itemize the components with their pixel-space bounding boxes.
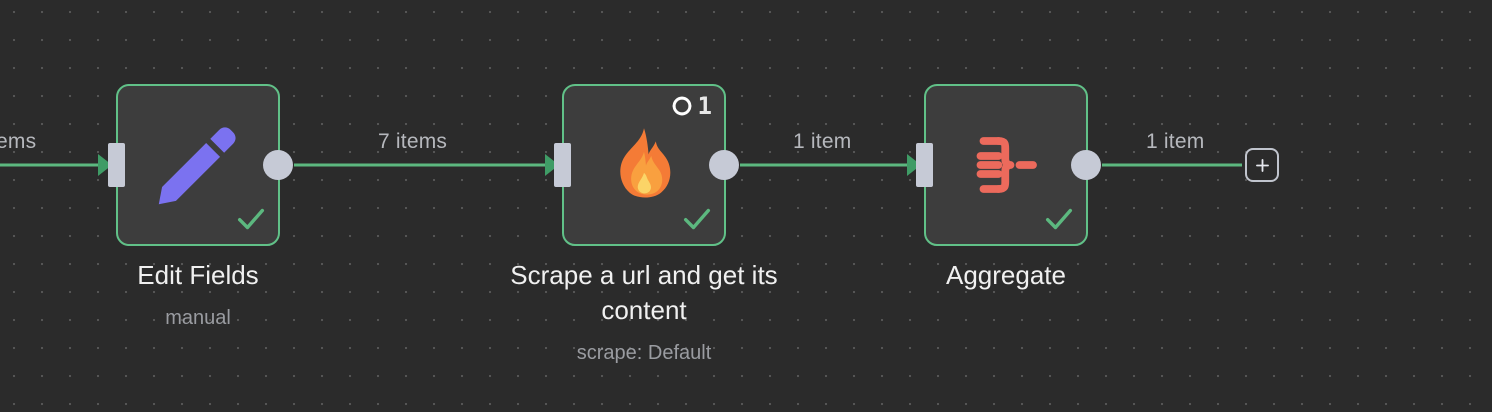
node-title-aggregate: Aggregate — [946, 260, 1066, 290]
node-edit-fields[interactable] — [108, 84, 293, 246]
node-scrape-url[interactable]: 1 — [554, 84, 739, 246]
node-output-port[interactable] — [263, 150, 293, 180]
node-output-port[interactable] — [1071, 150, 1101, 180]
pencil-icon — [118, 86, 278, 244]
node-input-port[interactable] — [108, 143, 125, 187]
connection-label-2: 1 item — [793, 130, 852, 153]
connection-label-3: 1 item — [1146, 130, 1205, 153]
node-input-port[interactable] — [916, 143, 933, 187]
success-check-icon — [237, 208, 265, 230]
aggregate-icon — [926, 86, 1086, 244]
connection-line-1[interactable] — [294, 163, 550, 167]
success-check-icon — [683, 208, 711, 230]
node-title-edit-fields: Edit Fields — [137, 260, 259, 290]
connection-label-1: 7 items — [378, 130, 448, 153]
plus-icon — [1255, 158, 1269, 172]
node-aggregate[interactable] — [916, 84, 1101, 246]
node-subtitle-scrape-url: scrape: Default — [576, 342, 712, 364]
node-title-scrape-url: Scrape a url and get its content — [510, 260, 778, 325]
node-subtitle-edit-fields: manual — [165, 307, 231, 329]
add-node-button[interactable] — [1245, 148, 1279, 182]
node-retry-count: 1 — [697, 92, 712, 120]
node-output-port[interactable] — [709, 150, 739, 180]
dashed-circle-icon — [672, 96, 691, 116]
flame-icon — [564, 86, 724, 244]
connection-label-incoming: ems — [0, 130, 37, 153]
connection-line-2[interactable] — [740, 163, 912, 167]
connection-line-incoming[interactable] — [0, 163, 106, 167]
node-retry-badge: 1 — [671, 94, 712, 118]
connection-line-3[interactable] — [1102, 163, 1242, 167]
success-check-icon — [1045, 208, 1073, 230]
node-input-port[interactable] — [554, 143, 571, 187]
